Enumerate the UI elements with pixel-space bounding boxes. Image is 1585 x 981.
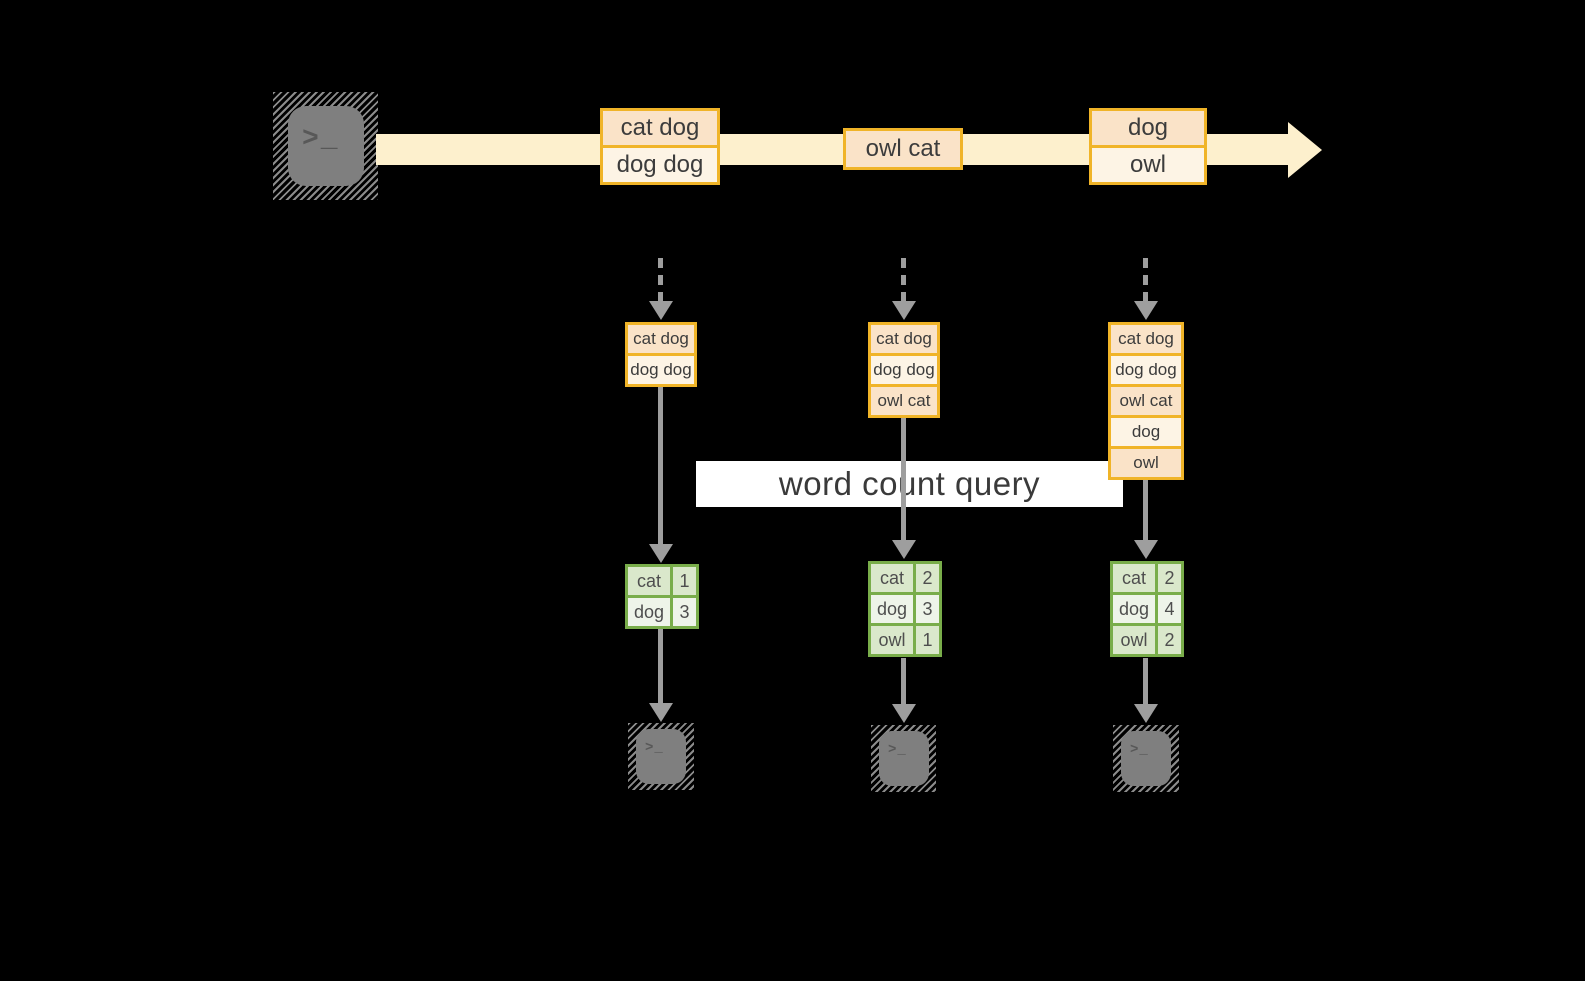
output-arrow-line xyxy=(901,658,906,705)
message-cell: dog dog xyxy=(600,145,720,185)
terminal-icon: >_ xyxy=(636,729,686,784)
table-row: cat 1 xyxy=(625,564,699,598)
terminal-icon: >_ xyxy=(288,106,364,186)
terminal-prompt-glyph: >_ xyxy=(1130,742,1149,758)
output-arrow-line xyxy=(1143,658,1148,705)
word-cell: dog xyxy=(625,595,673,629)
stream-batch-2: owl cat xyxy=(843,128,963,170)
table-row: cat 2 xyxy=(868,561,942,595)
micro-batch-2: cat dog dog dog owl cat xyxy=(868,322,940,418)
word-count-table-3: cat 2 dog 4 owl 2 xyxy=(1110,561,1184,657)
dashed-arrow-line xyxy=(1143,258,1148,302)
count-cell: 2 xyxy=(1155,623,1184,657)
message-cell: dog dog xyxy=(1108,353,1184,387)
word-count-table-1: cat 1 dog 3 xyxy=(625,564,699,629)
table-row: owl 2 xyxy=(1110,623,1184,657)
arrowhead-icon xyxy=(649,703,673,722)
message-cell: owl cat xyxy=(843,128,963,170)
message-cell: dog xyxy=(1108,415,1184,449)
count-cell: 4 xyxy=(1155,592,1184,626)
message-cell: dog xyxy=(1089,108,1207,148)
count-cell: 1 xyxy=(670,564,699,598)
message-cell: owl xyxy=(1089,145,1207,185)
table-row: owl 1 xyxy=(868,623,942,657)
dashed-arrow-line xyxy=(901,258,906,302)
message-cell: dog dog xyxy=(868,353,940,387)
count-cell: 3 xyxy=(670,595,699,629)
count-cell: 3 xyxy=(913,592,942,626)
message-cell: cat dog xyxy=(625,322,697,356)
word-cell: owl xyxy=(1110,623,1158,657)
output-arrow-line xyxy=(658,629,663,704)
stream-batch-1: cat dog dog dog xyxy=(600,108,720,185)
message-cell: dog dog xyxy=(625,353,697,387)
table-row: dog 4 xyxy=(1110,592,1184,626)
dashed-arrowhead-icon xyxy=(892,301,916,320)
message-cell: owl xyxy=(1108,446,1184,480)
word-cell: dog xyxy=(868,592,916,626)
table-row: dog 3 xyxy=(868,592,942,626)
micro-batch-1: cat dog dog dog xyxy=(625,322,697,387)
source-terminal-icon: >_ xyxy=(273,92,378,200)
result-terminal-icon-2: >_ xyxy=(871,725,936,792)
terminal-icon: >_ xyxy=(879,731,929,786)
arrowhead-icon xyxy=(649,544,673,563)
result-terminal-icon-1: >_ xyxy=(628,723,694,790)
stream-batch-3: dog owl xyxy=(1089,108,1207,185)
arrowhead-icon xyxy=(892,704,916,723)
message-cell: cat dog xyxy=(1108,322,1184,356)
dashed-arrowhead-icon xyxy=(1134,301,1158,320)
word-cell: cat xyxy=(625,564,673,598)
message-cell: owl cat xyxy=(1108,384,1184,418)
count-cell: 2 xyxy=(913,561,942,595)
dashed-arrow-line xyxy=(658,258,663,302)
count-cell: 1 xyxy=(913,623,942,657)
word-cell: owl xyxy=(868,623,916,657)
result-terminal-icon-3: >_ xyxy=(1113,725,1179,792)
arrowhead-icon xyxy=(1134,704,1158,723)
arrowhead-icon xyxy=(1134,540,1158,559)
stream-arrowhead-icon xyxy=(1288,122,1322,178)
query-arrow-line xyxy=(901,418,906,541)
table-row: dog 3 xyxy=(625,595,699,629)
terminal-icon: >_ xyxy=(1121,731,1171,786)
terminal-prompt-glyph: >_ xyxy=(888,742,907,758)
table-row: cat 2 xyxy=(1110,561,1184,595)
message-cell: owl cat xyxy=(868,384,940,418)
count-cell: 2 xyxy=(1155,561,1184,595)
word-cell: cat xyxy=(1110,561,1158,595)
word-count-table-2: cat 2 dog 3 owl 1 xyxy=(868,561,942,657)
message-cell: cat dog xyxy=(600,108,720,148)
query-arrow-line xyxy=(658,387,663,545)
word-count-query-label: word count query xyxy=(696,461,1123,507)
word-cell: cat xyxy=(868,561,916,595)
arrowhead-icon xyxy=(892,540,916,559)
query-arrow-line xyxy=(1143,480,1148,541)
word-cell: dog xyxy=(1110,592,1158,626)
terminal-prompt-glyph: >_ xyxy=(645,740,664,756)
dashed-arrowhead-icon xyxy=(649,301,673,320)
micro-batch-3: cat dog dog dog owl cat dog owl xyxy=(1108,322,1184,480)
terminal-prompt-glyph: >_ xyxy=(302,124,340,155)
message-cell: cat dog xyxy=(868,322,940,356)
